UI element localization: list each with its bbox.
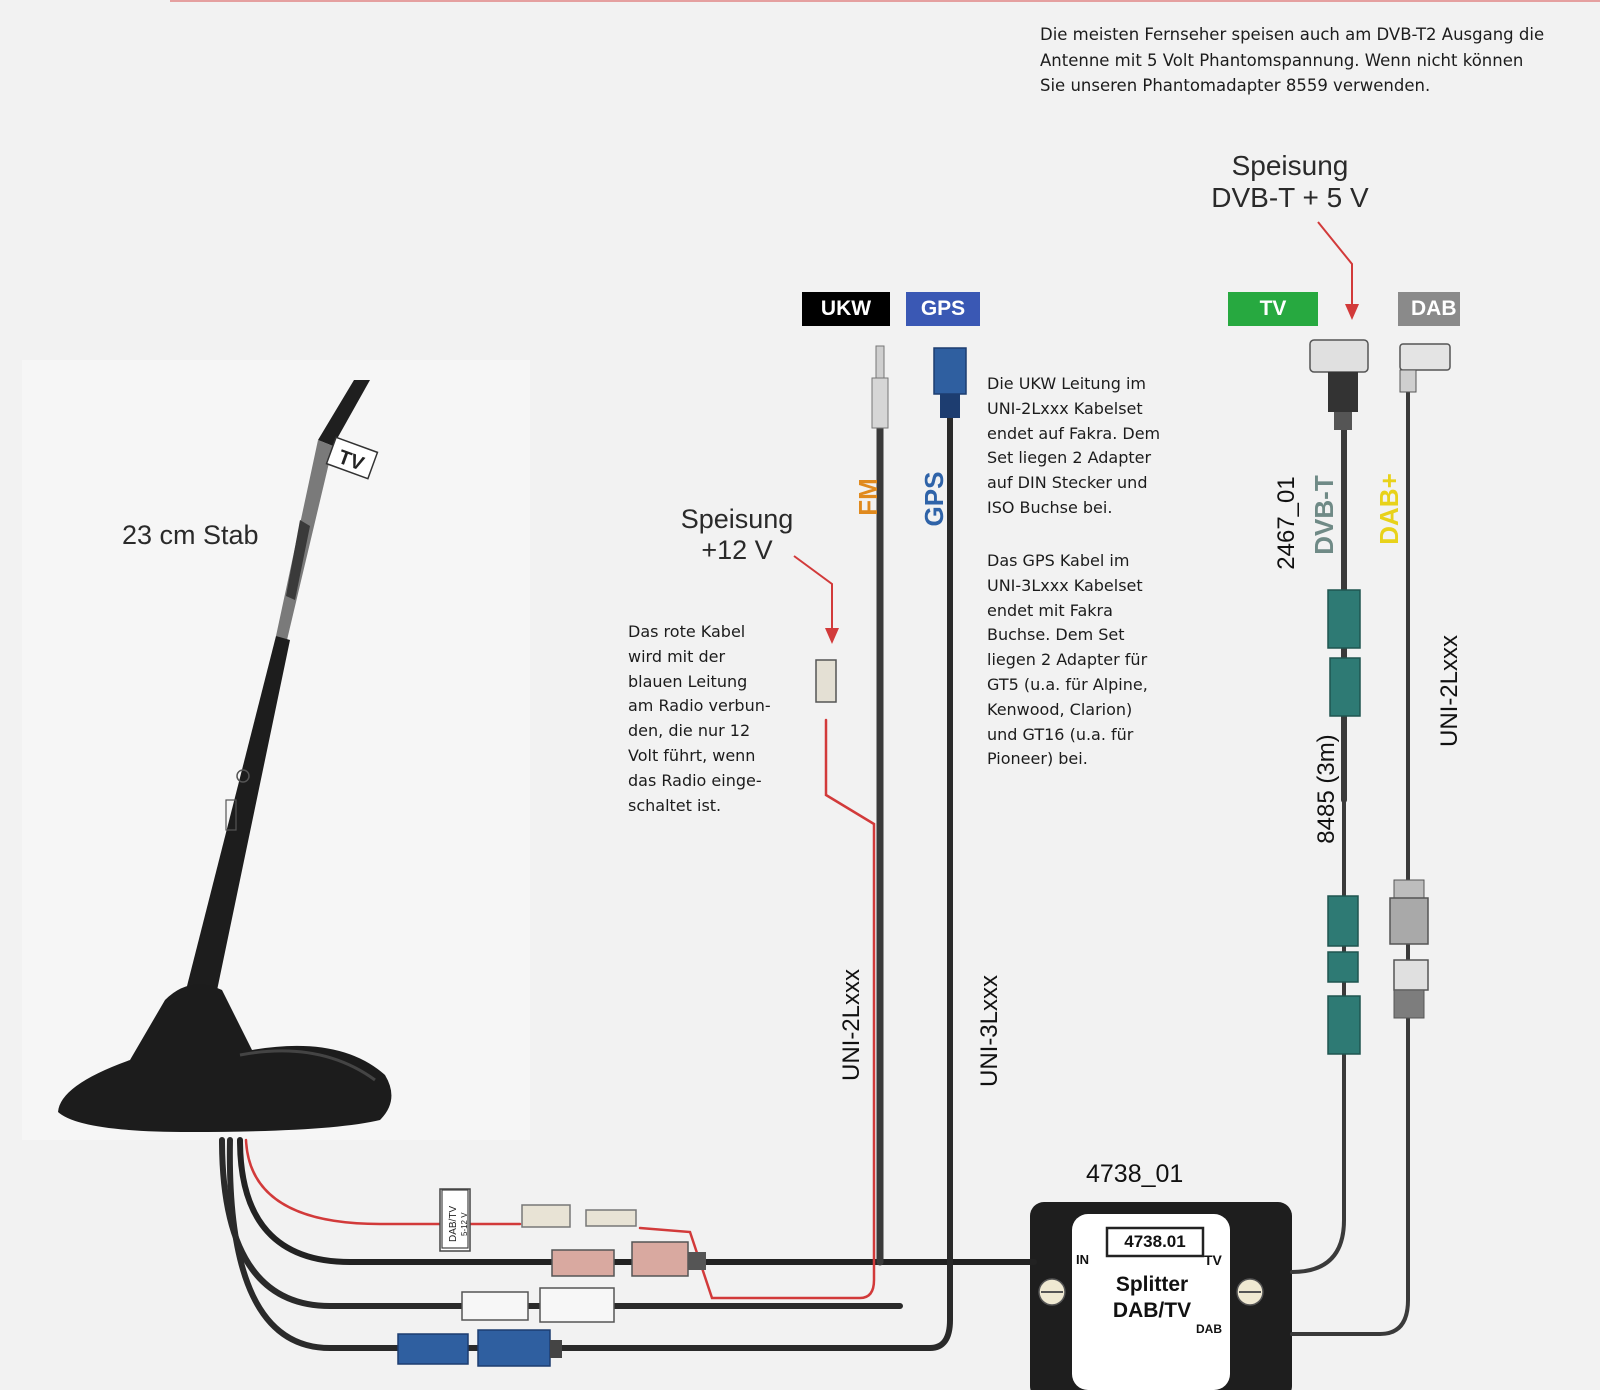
speisung-5v-line2: DVB-T + 5 V bbox=[1211, 182, 1369, 213]
cable-label-ext: 8485 (3m) bbox=[1313, 734, 1340, 844]
dab-connector bbox=[1399, 343, 1451, 393]
antenna-rod bbox=[186, 380, 370, 1000]
tv-connector bbox=[1309, 339, 1369, 430]
splitter-box bbox=[1030, 1202, 1292, 1390]
ukw-cable-note: Die UKW Leitung im UNI-2Lxxx Kabelset en… bbox=[987, 374, 1161, 517]
tag-ukw: UKW bbox=[802, 292, 890, 326]
splitter-title: Splitter DAB/TV bbox=[1090, 1272, 1214, 1324]
tag-box-line2: 5-12 V bbox=[460, 1212, 469, 1236]
speisung-5v-label: Speisung DVB-T + 5 V bbox=[1200, 150, 1380, 214]
cable-label-uni2-right: UNI-2Lxxx bbox=[1436, 634, 1463, 748]
phantom-voltage-note: Die meisten Fernseher speisen auch am DV… bbox=[1040, 25, 1545, 95]
cable-dab-out bbox=[1290, 384, 1410, 1336]
arrow-speisung-5v bbox=[1317, 221, 1359, 320]
cable-label-uni2-left: UNI-2Lxxx bbox=[838, 968, 865, 1082]
dvbt-teal-connectors bbox=[1327, 589, 1361, 1055]
dab-grey-connectors bbox=[1389, 879, 1429, 1019]
gps-fakra-connector bbox=[933, 347, 967, 418]
cable-label-fm: FM bbox=[853, 478, 883, 516]
gps-cable-note: Das GPS Kabel im UNI-3Lxxx Kabelset ende… bbox=[987, 551, 1148, 769]
splitter-code-label: 4738_01 bbox=[1086, 1160, 1184, 1188]
cable-label-dvbt-code: 2467_01 bbox=[1273, 476, 1300, 570]
speisung-12v-line1: Speisung bbox=[680, 504, 794, 534]
tag-tv: TV bbox=[1228, 292, 1318, 326]
tag-dab: DAB bbox=[1398, 292, 1460, 326]
cable-label-dab-plus: DAB+ bbox=[1374, 473, 1404, 545]
cable-red bbox=[244, 718, 876, 1300]
splitter-title-line1: Splitter bbox=[1115, 1273, 1189, 1296]
cable-tv-out bbox=[1290, 798, 1346, 1274]
antenna-base bbox=[58, 984, 392, 1132]
red-wire-plug bbox=[815, 659, 837, 703]
fm-din-plug bbox=[871, 345, 889, 429]
cable-label-uni3: UNI-3Lxxx bbox=[976, 974, 1003, 1088]
splitter-title-line2: DAB/TV bbox=[1112, 1299, 1192, 1322]
speisung-12v-label: Speisung +12 V bbox=[672, 504, 802, 566]
cable-ukw-base bbox=[237, 1137, 1037, 1265]
red-wire-tag-box: DAB/TV 5-12 V bbox=[441, 1189, 469, 1249]
speisung-12v-line2: +12 V bbox=[701, 535, 773, 565]
arrow-speisung-12v bbox=[793, 555, 839, 644]
cable-label-dvbt: DVB-T bbox=[1309, 475, 1339, 555]
cable-label-gps: GPS bbox=[919, 471, 949, 527]
splitter-dab-label: DAB bbox=[1196, 1322, 1222, 1336]
splitter-in-label: IN bbox=[1076, 1252, 1089, 1267]
speisung-5v-line1: Speisung bbox=[1231, 150, 1349, 181]
splitter-tv-label: TV bbox=[1204, 1252, 1222, 1268]
rod-length-label: 23 cm Stab bbox=[122, 520, 259, 550]
red-cable-note: Das rote Kabel wird mit der blauen Leitu… bbox=[628, 622, 771, 815]
cable-dab-base bbox=[219, 1137, 903, 1309]
splitter-plate: 4738.01 bbox=[1124, 1232, 1186, 1251]
panel-left-background bbox=[22, 360, 530, 1140]
tag-box-line1: DAB/TV bbox=[448, 1206, 459, 1242]
tag-gps: GPS bbox=[906, 292, 980, 326]
